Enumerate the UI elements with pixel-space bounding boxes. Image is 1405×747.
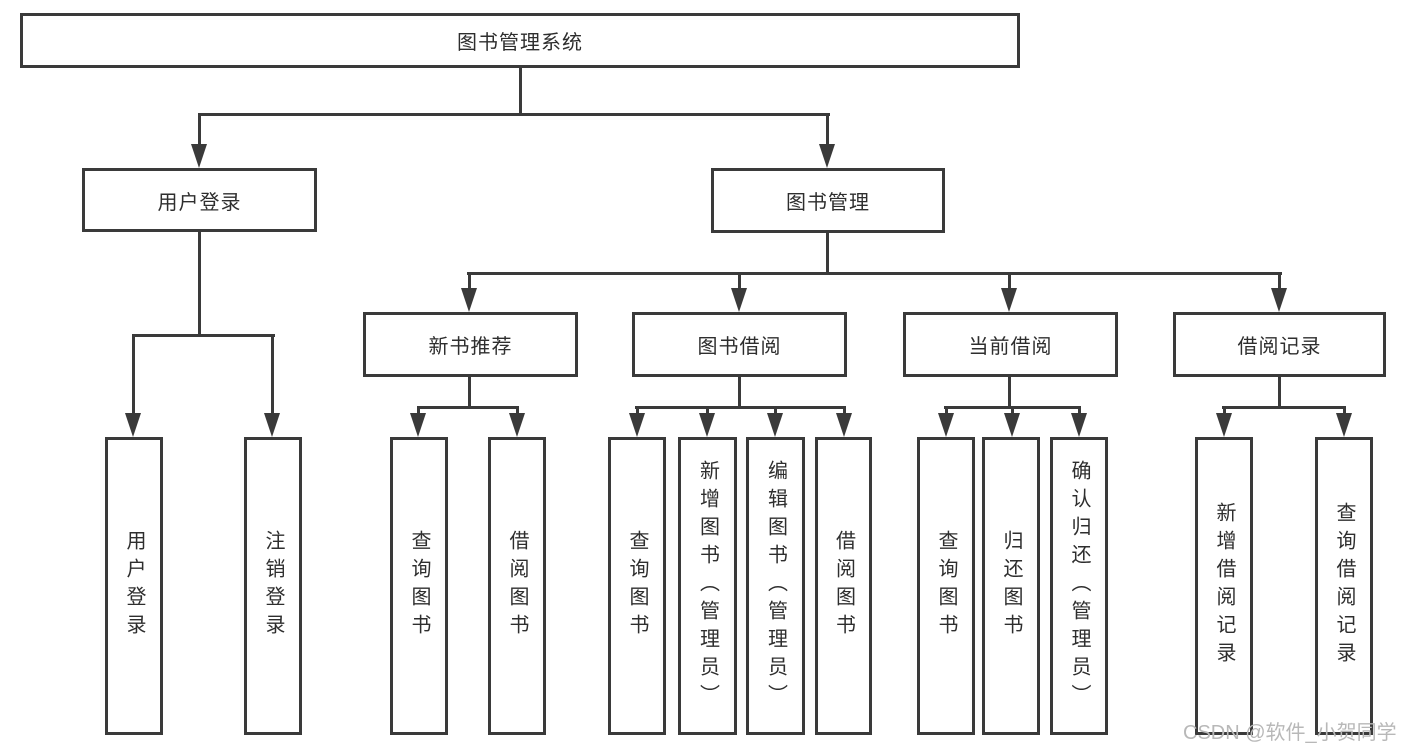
arrow-down-icon [836,413,852,437]
leaf-bb-borrow-book: 借阅图书 [815,437,872,735]
connector-level3-drop [1278,272,1281,290]
leaf-br-add-record: 新增借阅记录 [1195,437,1253,735]
arrow-down-icon [410,413,426,437]
arrow-down-icon [264,413,280,437]
leaf-nb-query-book: 查询图书 [390,437,448,735]
connector-level3-drop [738,272,741,290]
leaf-user-login: 用户登录 [105,437,163,735]
leaf-logout: 注销登录 [244,437,302,735]
arrow-down-icon [509,413,525,437]
leaf-bb-add-book-admin: 新增图书（管理员） [678,437,737,735]
arrow-down-icon [1336,413,1352,437]
node-book-management: 图书管理 [711,168,945,233]
connector-leaf-drop [132,334,135,415]
connector-book-borrow-rail [635,406,846,409]
connector-leaf-drop [945,406,948,416]
arrow-down-icon [699,413,715,437]
arrow-down-icon [461,288,477,312]
arrow-down-icon [1216,413,1232,437]
connector-leaf-drop [271,334,274,415]
leaf-bb-query-book: 查询图书 [608,437,666,735]
node-user-login: 用户登录 [82,168,317,232]
connector-level3-drop [1008,272,1011,290]
connector-leaf-drop [417,406,420,416]
arrow-down-icon [1004,413,1020,437]
connector-level3-drop [468,272,471,290]
arrow-down-icon [1001,288,1017,312]
node-current-borrow: 当前借阅 [903,312,1118,377]
arrow-down-icon [938,413,954,437]
leaf-cb-return-book: 归还图书 [982,437,1040,735]
leaf-cb-query-book: 查询图书 [917,437,975,735]
arrow-down-icon [1071,413,1087,437]
connector-book-mgmt-drop [826,113,829,147]
connector-borrow-record-rail [1222,406,1346,409]
connector-leaf-drop [706,406,709,416]
connector-book-mgmt-stem [826,230,829,275]
csdn-watermark: CSDN @软件_小贺同学 [1183,722,1397,744]
connector-leaf-drop [1343,406,1346,416]
connector-borrow-record-stem [1278,375,1281,409]
connector-book-borrow-stem [738,375,741,409]
arrow-down-icon [767,413,783,437]
connector-leaf-drop [1078,406,1081,416]
connector-user-login-drop [198,113,201,147]
connector-user-login-rail [132,334,275,337]
connector-leaf-drop [1223,406,1226,416]
arrow-down-icon [731,288,747,312]
node-new-book-recommend: 新书推荐 [363,312,578,377]
node-library-system: 图书管理系统 [20,13,1020,68]
arrow-down-icon [629,413,645,437]
arrow-down-icon [819,144,835,168]
arrow-down-icon [191,144,207,168]
connector-leaf-drop [636,406,639,416]
connector-user-login-stem [198,230,201,337]
arrow-down-icon [125,413,141,437]
connector-new-book-stem [468,375,471,409]
connector-current-borrow-stem [1008,375,1011,409]
node-borrow-record: 借阅记录 [1173,312,1386,377]
arrow-down-icon [1271,288,1287,312]
node-book-borrow: 图书借阅 [632,312,847,377]
connector-leaf-drop [843,406,846,416]
leaf-br-query-record: 查询借阅记录 [1315,437,1373,735]
connector-level3-rail [467,272,1282,275]
connector-root-stem [519,66,522,116]
connector-leaf-drop [1011,406,1014,416]
connector-leaf-drop [774,406,777,416]
leaf-nb-borrow-book: 借阅图书 [488,437,546,735]
connector-new-book-rail [417,406,519,409]
leaf-bb-edit-book-admin: 编辑图书（管理员） [746,437,805,735]
connector-level2-rail [198,113,830,116]
connector-leaf-drop [516,406,519,416]
leaf-cb-confirm-return-admin: 确认归还（管理员） [1050,437,1108,735]
